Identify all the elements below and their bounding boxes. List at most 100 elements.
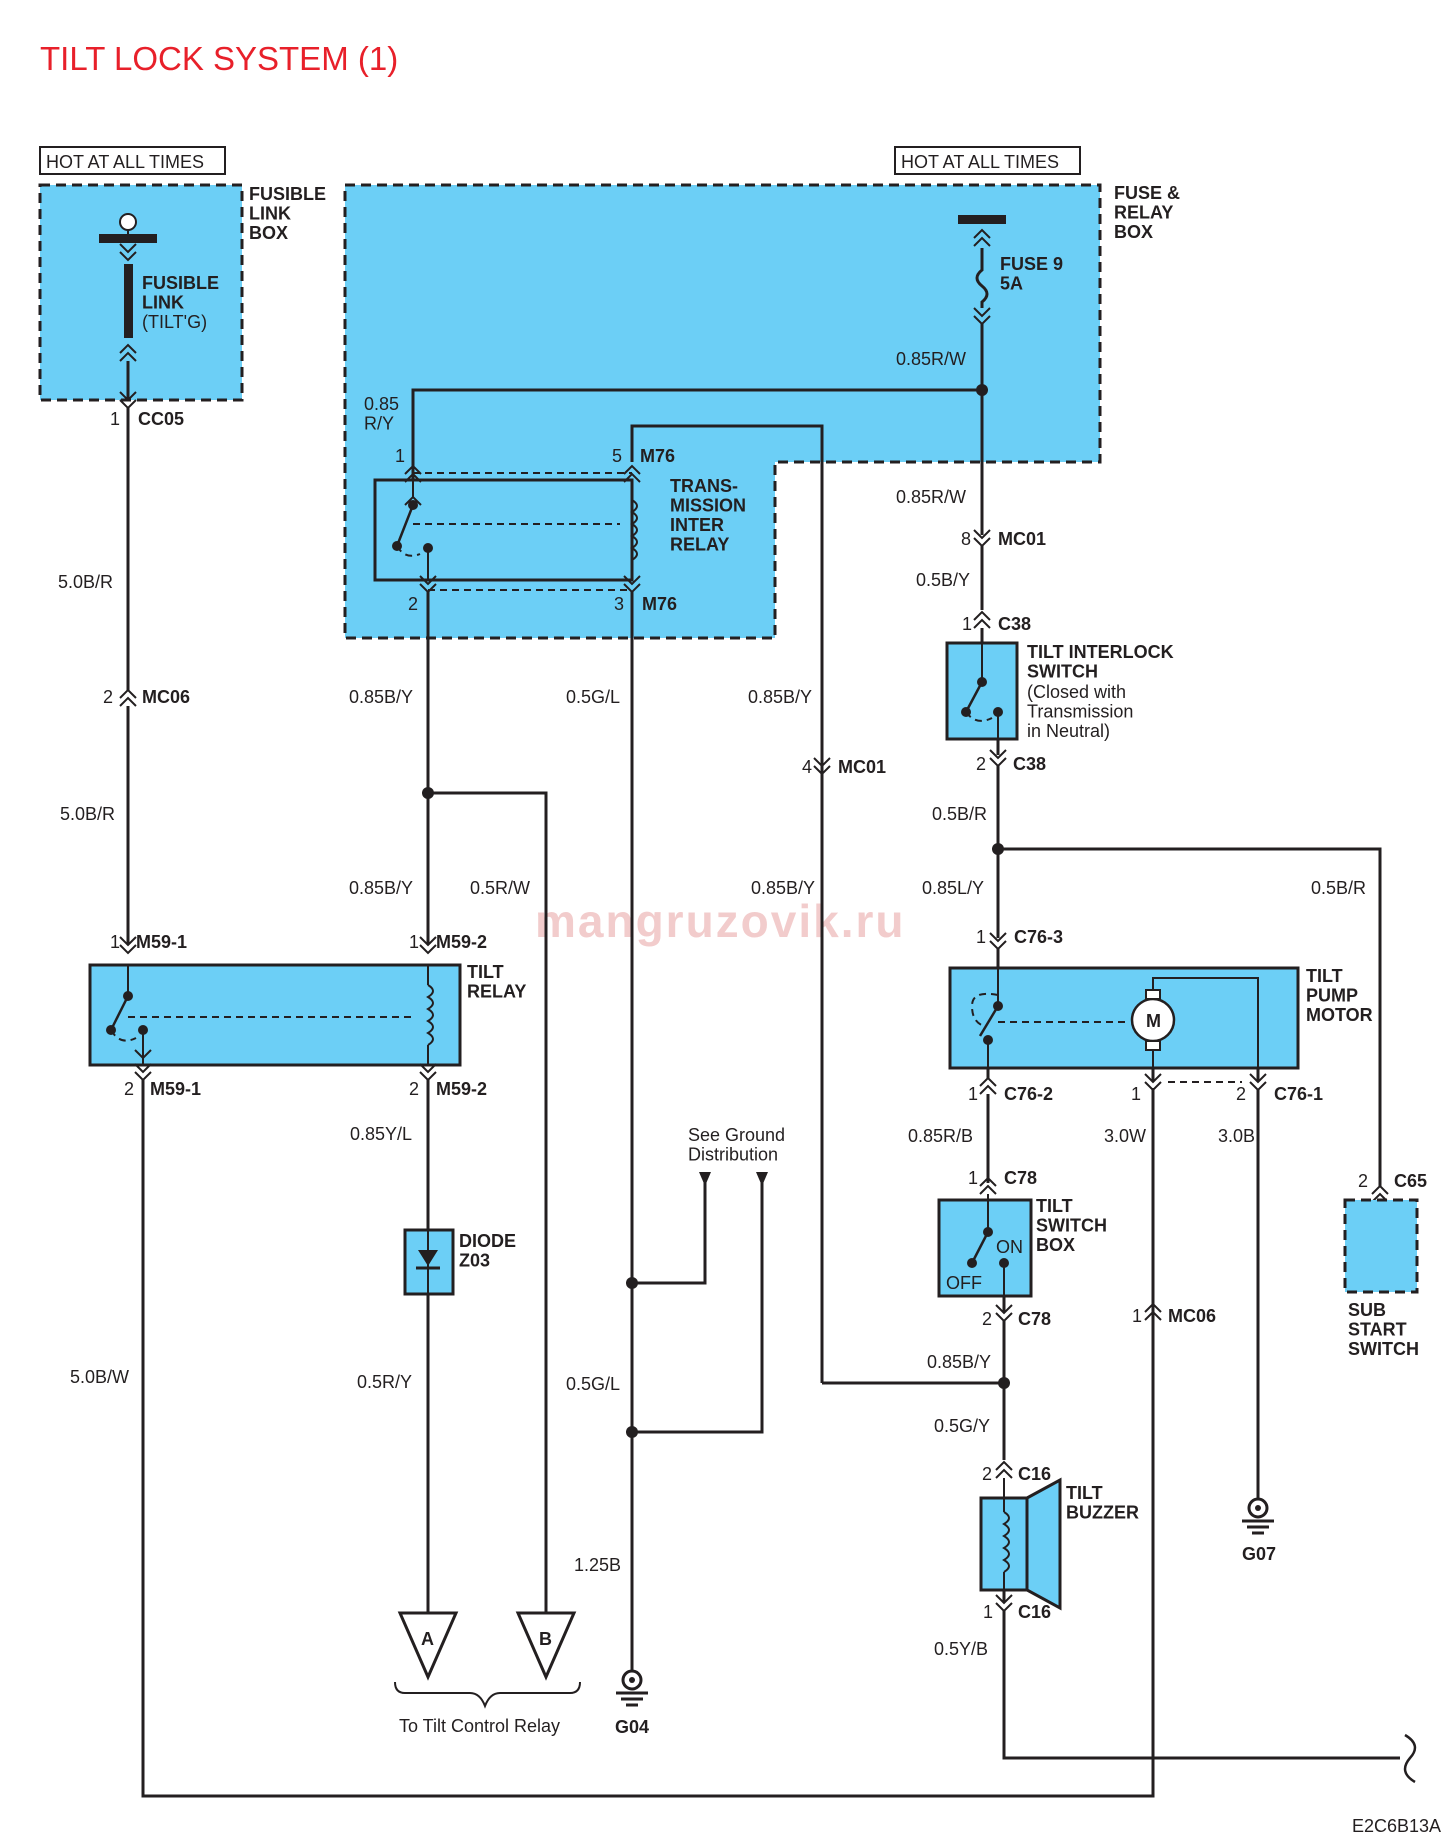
page-title: TILT LOCK SYSTEM (1) xyxy=(40,40,398,77)
connector-symbol xyxy=(995,1461,1013,1479)
connector-pin: 2 xyxy=(103,687,113,707)
arrow-icon xyxy=(756,1172,768,1186)
connector-pin: 1 xyxy=(1131,1084,1141,1104)
continuation-mark xyxy=(1403,1733,1417,1784)
connector-mc06-a: MC06 xyxy=(142,687,190,707)
connector-pin: 2 xyxy=(408,594,418,614)
fuse-9 xyxy=(958,215,1006,390)
connector-pin: 1 xyxy=(976,927,986,947)
connector-mc01-b: MC01 xyxy=(838,757,886,777)
connector-pin: 1 xyxy=(1132,1306,1142,1326)
wire-50bw xyxy=(141,1080,1155,1798)
wire-label: 0.85B/Y xyxy=(349,687,413,707)
wire-label: 3.0B xyxy=(1218,1126,1255,1146)
connector-c16-a: C16 xyxy=(1018,1464,1051,1484)
wire-label: 1.25B xyxy=(574,1555,621,1575)
connector-c78-b: C78 xyxy=(1018,1309,1051,1329)
wire-label: 0.5B/Y xyxy=(916,570,970,590)
wire-ground-dist xyxy=(632,1175,707,1285)
sub-start-switch xyxy=(1343,1198,1419,1294)
diode-z03 xyxy=(403,1228,455,1296)
wire-label: 0.85B/Y xyxy=(748,687,812,707)
connector-mc01-a: MC01 xyxy=(998,529,1046,549)
connector-c76-3: C76-3 xyxy=(1014,927,1063,947)
terminal-a-label: A xyxy=(421,1629,434,1649)
connector-cc05: CC05 xyxy=(138,409,184,429)
wire-label: 0.5G/L xyxy=(566,1374,620,1394)
connector-c38-b: C38 xyxy=(1013,754,1046,774)
connector-c78-a: C78 xyxy=(1004,1168,1037,1188)
wire-label: 5.0B/R xyxy=(58,572,113,592)
to-tilt-control-relay-note: To Tilt Control Relay xyxy=(399,1716,560,1736)
wire-label: 0.85R/W xyxy=(896,487,966,507)
splice-junction xyxy=(626,1426,638,1438)
connector-symbol xyxy=(119,689,137,707)
connector-pin: 3 xyxy=(614,594,624,614)
watermark: mangruzovik.ru xyxy=(535,895,906,947)
wire-ground-dist xyxy=(632,1175,764,1434)
connector-pin: 8 xyxy=(961,529,971,549)
connector-m59-1-bottom: M59-1 xyxy=(150,1079,201,1099)
tilt-interlock-switch xyxy=(945,628,1019,741)
wire-label: 0.85B/Y xyxy=(751,878,815,898)
ground-g07-label: G07 xyxy=(1242,1544,1276,1564)
wire-05yb xyxy=(1002,1611,1400,1760)
connector-pin: 5 xyxy=(612,446,622,466)
svg-text:HOT AT ALL TIMES: HOT AT ALL TIMES xyxy=(46,152,204,172)
connector-pin: 1 xyxy=(968,1084,978,1104)
connector-c76-1: C76-1 xyxy=(1274,1084,1323,1104)
wire-label: 5.0B/W xyxy=(70,1367,129,1387)
svg-text:HOT AT ALL TIMES: HOT AT ALL TIMES xyxy=(901,152,1059,172)
wire-label: 3.0W xyxy=(1104,1126,1146,1146)
wire-label: 0.85L/Y xyxy=(922,878,984,898)
connector-m76-top: M76 xyxy=(640,446,675,466)
connector-pin: 1 xyxy=(409,932,419,952)
connector-pin: 2 xyxy=(124,1079,134,1099)
connector-c16-b: C16 xyxy=(1018,1602,1051,1622)
brace xyxy=(394,1681,581,1709)
wire-label: 0.5Y/B xyxy=(934,1639,988,1659)
connector-pin: 4 xyxy=(802,757,812,777)
connector-pin: 2 xyxy=(976,754,986,774)
fusible-link-box xyxy=(38,183,244,402)
ground-g04-icon xyxy=(614,1669,650,1707)
wire-label: 5.0B/R xyxy=(60,804,115,824)
connector-symbol xyxy=(979,1077,997,1095)
tilt-relay xyxy=(88,963,462,1067)
wire-label: 0.5G/L xyxy=(566,687,620,707)
hot-at-all-times-left: HOT AT ALL TIMES xyxy=(39,146,226,175)
connector-pin: 2 xyxy=(982,1464,992,1484)
connector-pin: 1 xyxy=(110,409,120,429)
tilt-pump-motor xyxy=(948,949,1300,1070)
connector-pin: 2 xyxy=(982,1309,992,1329)
wire-label: 0.85R/W xyxy=(896,349,966,369)
transmission-inter-relay xyxy=(373,462,638,591)
wire-05br xyxy=(998,847,1382,1186)
wire-label: 0.85Y/L xyxy=(350,1124,412,1144)
wire-label: 0.5B/R xyxy=(1311,878,1366,898)
switch-on-label: ON xyxy=(996,1237,1023,1257)
connector-m76-bottom: M76 xyxy=(642,594,677,614)
tilt-buzzer xyxy=(979,1477,1062,1611)
switch-off-label: OFF xyxy=(946,1273,982,1293)
terminal-a xyxy=(397,1611,459,1681)
connector-pin: 2 xyxy=(1358,1171,1368,1191)
connector-pin: 1 xyxy=(962,614,972,634)
wire-label: 0.85R/B xyxy=(908,1126,973,1146)
connector-pin: 2 xyxy=(409,1079,419,1099)
connector-m59-1-top: M59-1 xyxy=(136,932,187,952)
wire-label: 0.5B/R xyxy=(932,804,987,824)
wire-label: 0.5R/Y xyxy=(357,1372,412,1392)
connector-pin: 1 xyxy=(968,1168,978,1188)
motor-symbol: M xyxy=(1146,1011,1161,1031)
fusible-link-sublabel: (TILT'G) xyxy=(142,312,207,332)
